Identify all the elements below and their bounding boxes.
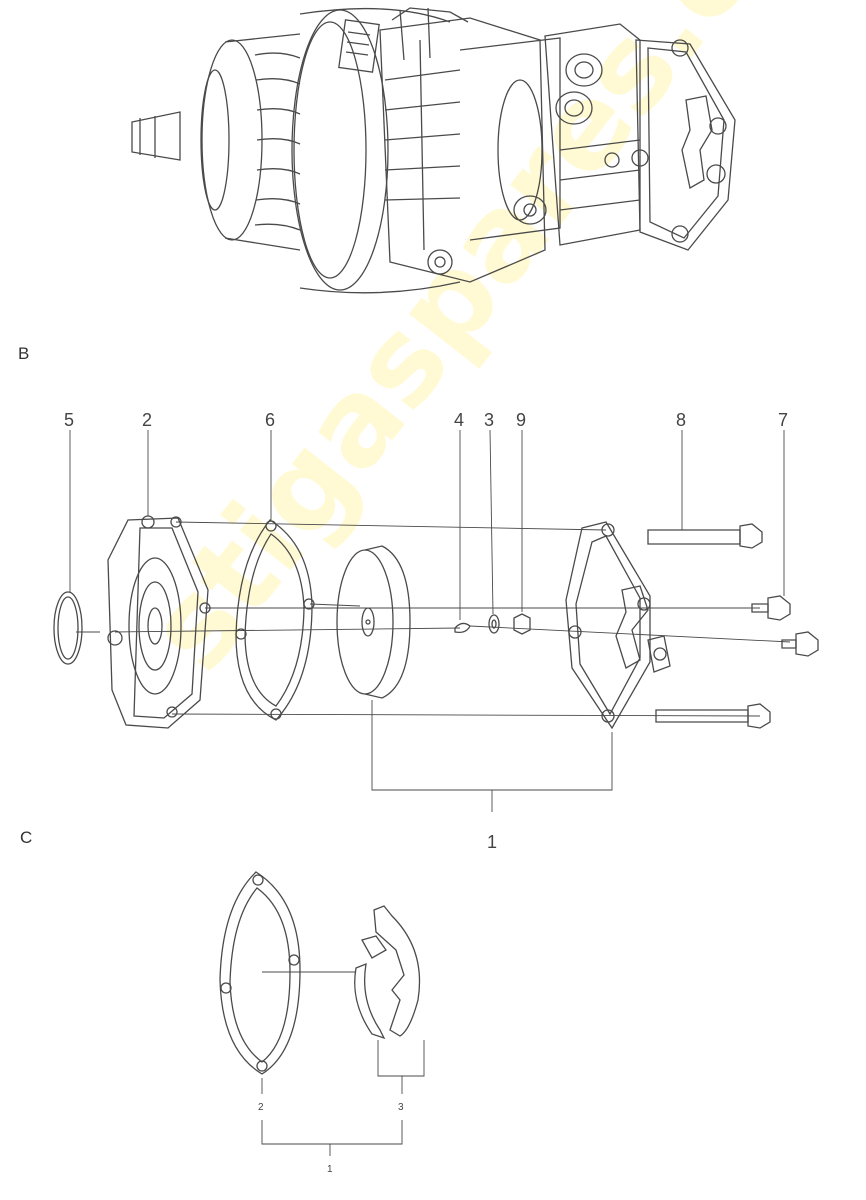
part-6-gasket — [235, 519, 315, 721]
part-7-bolt-upper — [751, 595, 791, 621]
callout-b-5: 5 — [64, 410, 74, 430]
part-3-shoes-c — [354, 905, 421, 1040]
part-3-washer — [488, 614, 500, 634]
callout-b-1: 1 — [487, 832, 497, 852]
exploded-view-b — [53, 429, 819, 812]
callout-b-3: 3 — [484, 410, 494, 430]
callout-b-2: 2 — [142, 410, 152, 430]
callout-b-9: 9 — [516, 410, 526, 430]
engine-assembly-illustration — [131, 7, 736, 294]
section-label-b: B — [18, 344, 30, 363]
callout-c-2: 2 — [258, 1102, 264, 1113]
part-1-drum — [336, 545, 411, 699]
part-5-o-ring — [53, 591, 83, 665]
callout-b-7: 7 — [778, 410, 788, 430]
exploded-view-c — [219, 871, 425, 1156]
section-label-c: C — [20, 828, 33, 847]
part-4-key — [454, 622, 471, 634]
part-7-bolt-lower — [781, 631, 819, 657]
part-2-cover — [107, 515, 211, 729]
callout-c-3: 3 — [398, 1102, 404, 1113]
part-8-bolt-top — [647, 523, 763, 549]
callout-b-6: 6 — [265, 410, 275, 430]
part-2-gasket-c — [219, 871, 301, 1075]
callout-b-8: 8 — [676, 410, 686, 430]
callout-c-1: 1 — [327, 1164, 333, 1175]
callout-b-4: 4 — [454, 410, 464, 430]
part-8-bolt-bottom — [655, 703, 771, 729]
part-9-nut — [513, 613, 531, 635]
end-plate-assembly — [565, 521, 671, 730]
